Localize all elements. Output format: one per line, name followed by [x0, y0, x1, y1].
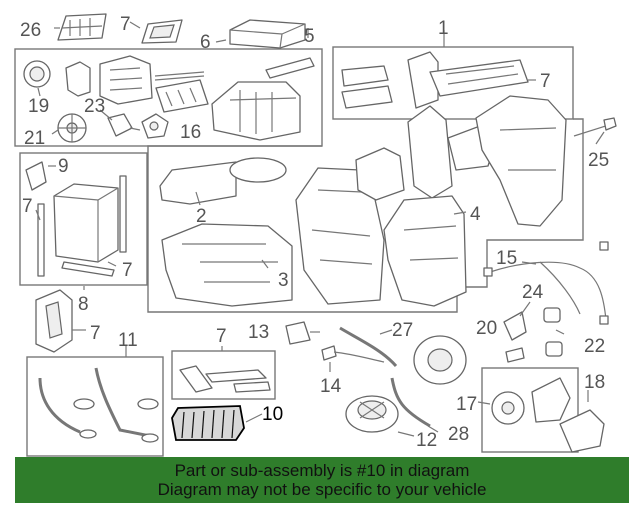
callout-1: 1 [438, 18, 449, 39]
callout-5: 5 [304, 26, 315, 47]
callout-7-case: 7 [540, 71, 551, 92]
callout-20: 20 [476, 318, 497, 339]
callout-7-seals: 7 [216, 326, 227, 347]
gear-21-part [57, 113, 87, 143]
callout-26: 26 [20, 20, 41, 41]
group-box-evaporator [19, 152, 148, 286]
case-section-part [355, 105, 497, 201]
hose-lines-part [38, 367, 159, 443]
upper-housing-2-part [159, 157, 287, 205]
blend-door-part [99, 55, 153, 105]
seal-set-part [179, 365, 271, 393]
vent-duct-26-part [57, 13, 107, 41]
callout-7-evap-right: 7 [122, 260, 133, 281]
callout-17: 17 [456, 394, 477, 415]
group-box-seals [171, 350, 276, 400]
actuator-assembly-box [481, 367, 579, 453]
banner-line-disclaimer: Diagram may not be specific to your vehi… [157, 480, 487, 499]
mode-door-part [155, 79, 209, 113]
motor-22-part [543, 307, 563, 357]
center-module-part [295, 167, 385, 305]
gasket-7-part [35, 289, 73, 353]
group-box-hoses [26, 356, 164, 457]
group-box-assembly-outline [147, 118, 584, 313]
callout-7-gasket: 7 [90, 323, 101, 344]
callout-19: 19 [28, 96, 49, 117]
lower-housing-3-part [161, 223, 293, 307]
callout-6: 6 [200, 32, 211, 53]
callout-28: 28 [448, 424, 469, 445]
callout-18: 18 [584, 372, 605, 393]
evaporator-core-part [53, 183, 119, 263]
actuator-24-part [503, 311, 527, 363]
bolt-25-part [573, 117, 617, 137]
blower-wheel-20-part [413, 335, 467, 385]
callout-16: 16 [180, 122, 201, 143]
callout-22: 22 [584, 336, 605, 357]
callout-15: 15 [496, 248, 517, 269]
callout-21: 21 [24, 128, 45, 149]
part-info-banner: Part or sub-assembly is #10 in diagram D… [15, 457, 629, 503]
heater-case-part [211, 81, 301, 141]
callout-7-evap-left: 7 [22, 196, 33, 217]
callout-2: 2 [196, 206, 207, 227]
heater-core-10-part [171, 405, 245, 441]
callout-8: 8 [78, 294, 89, 315]
cabin-filter-5-part [229, 19, 306, 49]
small-door-part [65, 61, 91, 97]
callout-27: 27 [392, 320, 413, 341]
case-4-part [383, 195, 467, 307]
banner-line-part-number: Part or sub-assembly is #10 in diagram [174, 461, 470, 480]
tube-27-part [339, 326, 398, 367]
callout-4: 4 [470, 204, 481, 225]
callout-14: 14 [320, 376, 342, 397]
callout-7-top: 7 [120, 14, 131, 35]
actuator-16-part [141, 113, 169, 139]
evaporator-case-part [475, 95, 567, 227]
sensor-9-part [25, 161, 47, 191]
callout-10: 10 [262, 404, 283, 425]
duct-doors-part [341, 51, 529, 109]
callout-11: 11 [118, 330, 138, 351]
callout-24: 24 [522, 282, 544, 303]
actuator-23-part [107, 113, 133, 137]
tube-28-part [390, 377, 431, 428]
vent-grille-7-part [141, 19, 183, 44]
callout-9: 9 [58, 156, 69, 177]
seal-strips-part [37, 175, 127, 277]
callout-23: 23 [84, 96, 105, 117]
resistor-13-part [285, 321, 311, 345]
actuator-gear-19-part [23, 60, 51, 88]
seal-strip-part [265, 57, 315, 79]
wiring-harness-15-part [483, 241, 609, 325]
blower-motor-12-part [345, 395, 399, 433]
group-box-main-case [332, 46, 574, 120]
callout-25: 25 [588, 150, 609, 171]
callout-13: 13 [248, 322, 269, 343]
leader-lines [35, 21, 605, 437]
callout-3: 3 [278, 270, 289, 291]
shaft-part [154, 71, 205, 81]
sensor-14-part [321, 345, 385, 363]
callout-12: 12 [416, 430, 437, 451]
control-module-18-part [559, 409, 605, 453]
